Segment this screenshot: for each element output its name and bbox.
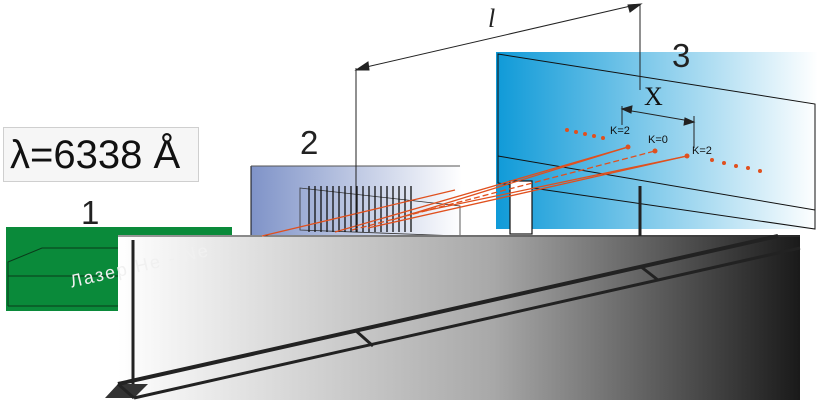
wavelength-label: λ=6338 Å [3, 127, 199, 182]
bench-rail-bottom [133, 246, 801, 400]
order-center-label: K=0 [648, 134, 668, 146]
screen [496, 52, 818, 230]
grating-number: 2 [300, 124, 319, 161]
distance-symbol: l [488, 4, 496, 33]
order-right-label: K=2 [692, 145, 712, 157]
grating-rider [354, 328, 374, 348]
screen-number: 3 [672, 37, 691, 74]
laser-beams [261, 146, 688, 237]
diffraction-spots [565, 128, 762, 173]
screen-baseline [497, 155, 816, 211]
spacing-symbol: X [644, 82, 663, 111]
order-left-label: K=2 [610, 125, 630, 137]
optical-bench [105, 186, 801, 400]
laser-number: 1 [81, 194, 100, 231]
spacing-x-arrow [620, 105, 696, 148]
distance-l-arrow [354, 3, 643, 232]
screen-rider [639, 264, 659, 282]
bench-rail-top [117, 234, 779, 386]
